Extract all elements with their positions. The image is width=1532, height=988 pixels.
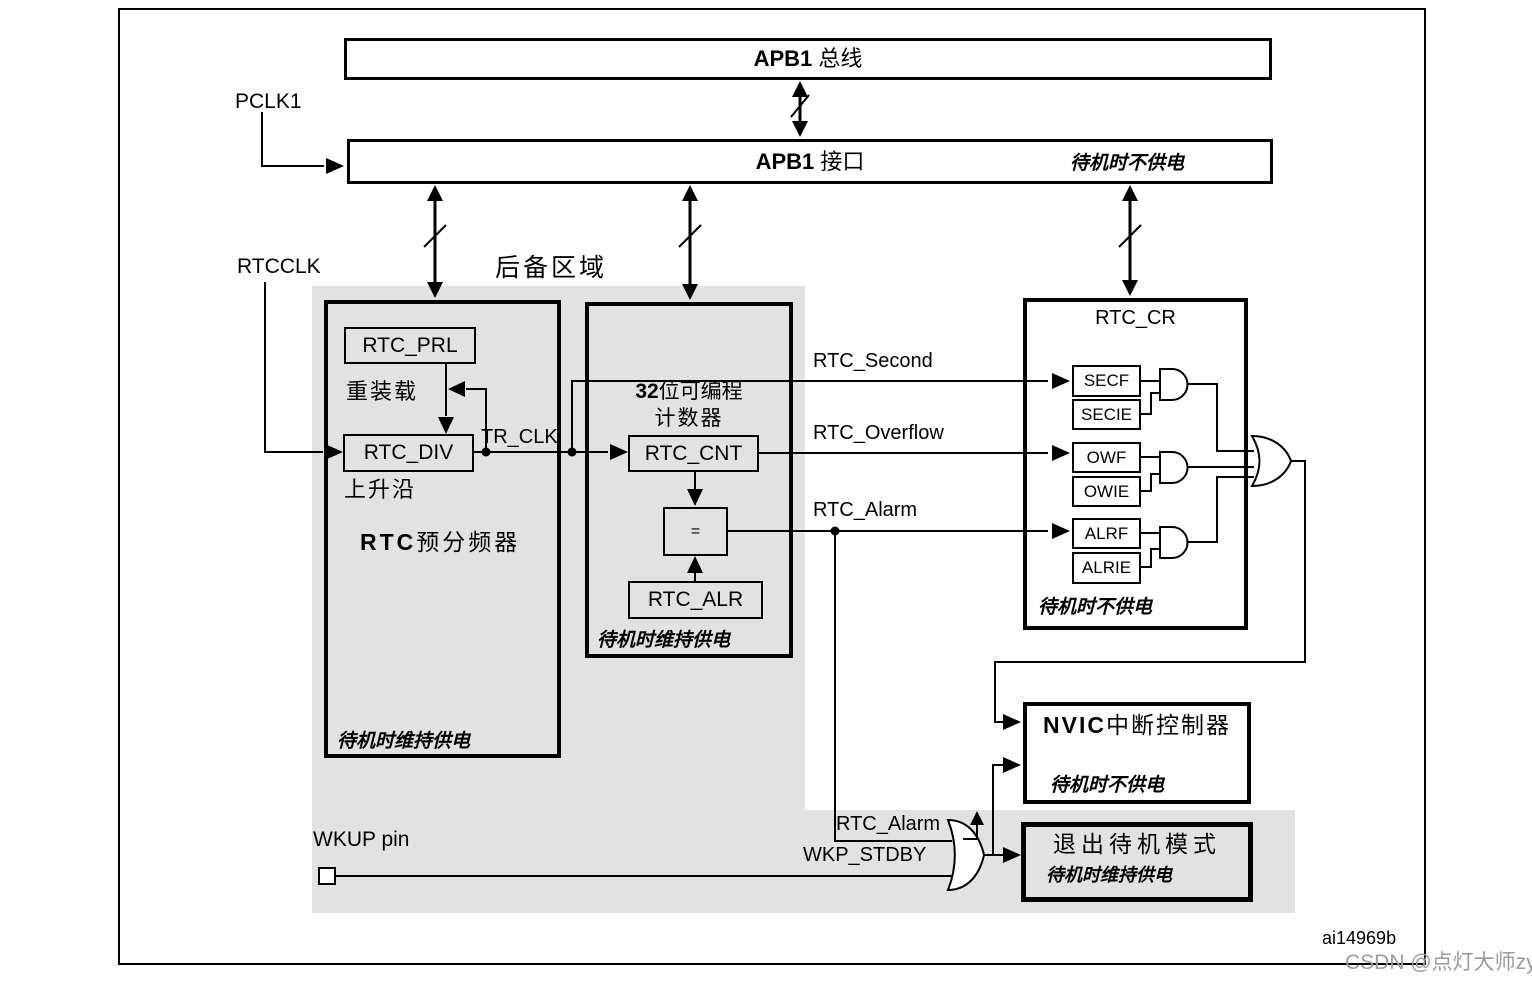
diagram-frame [118, 8, 1426, 965]
rtc-prl-label: RTC_PRL [362, 334, 458, 357]
wkp-stdby-label: WKP_STDBY [803, 844, 927, 866]
apb1-bus-label: APB1 总线 [753, 46, 863, 71]
alrf-label: ALRF [1084, 524, 1129, 543]
rtc-overflow-label: RTC_Overflow [813, 422, 944, 444]
rising-edge-label: 上升沿 [344, 477, 417, 502]
tr-clk-label: TR_CLK [481, 426, 558, 448]
rtc-cr-title: RTC_CR [1095, 307, 1176, 329]
rtc-div-box [343, 434, 474, 472]
backup-domain-label: 后备区域 [495, 254, 608, 282]
counter-title-line1: 32位可编程 [635, 380, 743, 403]
secie-label: SECIE [1080, 405, 1133, 424]
prescaler-power-note: 待机时维持供电 [337, 731, 471, 752]
exit-standby-power-note: 待机时维持供电 [1046, 865, 1172, 885]
wkup-pin-label: WKUP pin [313, 828, 410, 851]
apb1-bus-box [344, 38, 1272, 80]
watermark: CSDN @点灯大师zy [1345, 951, 1532, 974]
owf-label: OWF [1086, 448, 1127, 467]
counter-power-note: 待机时维持供电 [597, 630, 731, 651]
wkup-pin-square [318, 867, 336, 885]
comparator-label: = [690, 523, 701, 540]
nvic-power-note: 待机时不供电 [1050, 775, 1165, 796]
prescaler-title: RTC预分频器 [360, 529, 521, 555]
rtc-cnt-label: RTC_CNT [644, 442, 743, 465]
nvic-title: NVIC中断控制器 [1043, 712, 1231, 738]
rtc-second-label: RTC_Second [813, 350, 933, 372]
pclk1-label: PCLK1 [235, 90, 302, 113]
apb1-interface-box [347, 139, 1273, 184]
exit-standby-box [1021, 822, 1253, 902]
counter-title-line2: 计数器 [654, 407, 724, 430]
rtc-div-label: RTC_DIV [363, 441, 454, 464]
rtc-alr-box [628, 581, 763, 619]
wakeup-rtc-alarm-label: RTC_Alarm [836, 813, 941, 835]
apb1-interface-power-note: 待机时不供电 [1070, 153, 1185, 174]
figure-id: ai14969b [1322, 928, 1397, 948]
secf-box [1072, 365, 1141, 397]
comparator-box [663, 507, 728, 556]
rtc-alr-label: RTC_ALR [647, 588, 744, 611]
counter-box [585, 302, 793, 658]
secie-box [1072, 399, 1141, 430]
rtc-alarm-label: RTC_Alarm [813, 499, 918, 521]
owie-label: OWIE [1083, 482, 1130, 501]
exit-standby-label: 退出待机模式 [1053, 831, 1221, 857]
rtc-prescaler-box [324, 300, 561, 758]
rtc-prl-box [344, 327, 476, 364]
alrie-label: ALRIE [1081, 558, 1132, 577]
reload-label: 重装载 [346, 379, 419, 404]
apb1-interface-label: APB1 接口 [755, 149, 865, 174]
rtcclk-label: RTCCLK [237, 255, 321, 278]
rtc-cr-power-note: 待机时不供电 [1038, 597, 1153, 618]
secf-label: SECF [1083, 371, 1130, 390]
